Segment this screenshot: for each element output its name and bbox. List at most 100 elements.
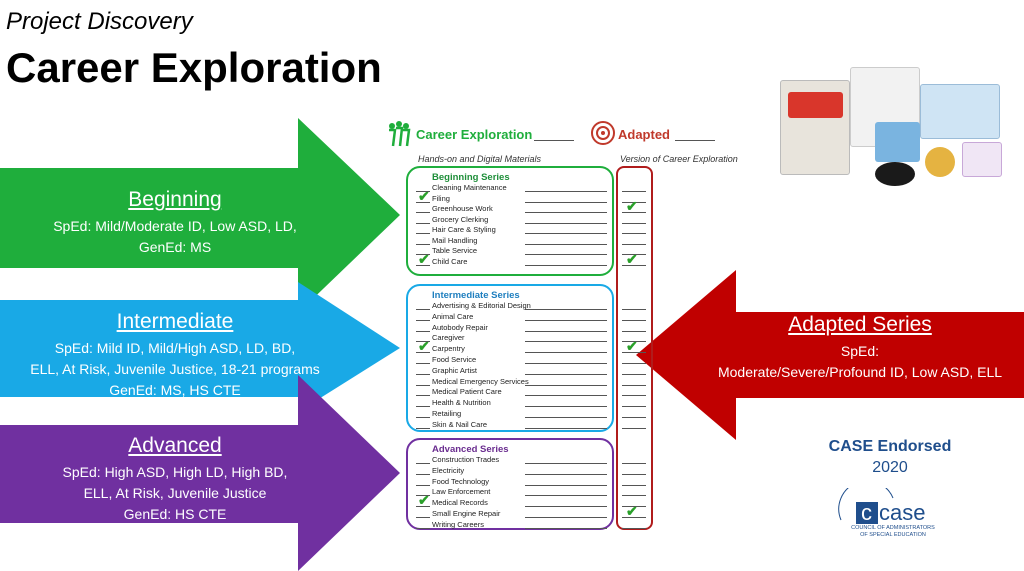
item-fill-line (525, 222, 607, 224)
career-item: Cleaning Maintenance (432, 183, 507, 192)
worksheet-right-sub: Version of Career Exploration (620, 154, 738, 164)
adapted-line-1: SpEd: (840, 343, 880, 359)
adapted-blank-line (622, 212, 646, 213)
item-fill-line (525, 243, 607, 245)
item-blank-line (416, 473, 430, 475)
item-fill-line (525, 191, 607, 192)
adapted-blank-line (622, 254, 646, 255)
adapted-blank-line (622, 363, 646, 364)
item-blank-line (416, 201, 430, 203)
adapted-blank-line (622, 373, 646, 375)
adapted-blank-line (622, 233, 646, 234)
item-fill-line (525, 373, 607, 375)
adapted-blank-line (622, 473, 646, 475)
product-kit-photo (780, 62, 1010, 192)
adapted-text: Adapted Series SpEd: Moderate/Severe/Pro… (700, 313, 1020, 383)
case-logo-word: case (879, 500, 925, 525)
item-blank-line (416, 341, 430, 343)
intermediate-series-box (406, 284, 614, 432)
item-blank-line (416, 517, 430, 518)
item-fill-line (525, 330, 607, 332)
item-blank-line (416, 330, 430, 332)
item-fill-line (525, 384, 607, 386)
item-fill-line (525, 473, 607, 475)
adapted-blank-line (622, 191, 646, 192)
adapted-check-icon: ✔ (626, 338, 638, 355)
career-item: Law Enforcement (432, 487, 491, 497)
item-blank-line (416, 352, 430, 354)
item-fill-line (525, 264, 607, 266)
beginning-line-2: GenEd: MS (138, 239, 212, 255)
career-item: Table Service (432, 246, 478, 255)
item-fill-line (525, 417, 607, 418)
advanced-line-1: SpEd: High ASD, High LD, High BD, (62, 464, 288, 480)
adapted-blank-line (622, 341, 646, 343)
adapted-check-icon: ✔ (626, 250, 638, 267)
career-item: Advertising & Editorial Design (432, 301, 531, 310)
check-icon: ✔ (418, 187, 430, 204)
adapted-blank-line (622, 352, 646, 354)
item-blank-line (416, 222, 430, 224)
adapted-blank-line (622, 495, 646, 497)
item-blank-line (416, 212, 430, 213)
career-item: Construction Trades (432, 455, 500, 464)
item-blank-line (416, 319, 430, 321)
item-blank-line (416, 427, 430, 429)
advanced-line-2: ELL, At Risk, Juvenile Justice (83, 485, 267, 501)
item-fill-line (525, 319, 607, 321)
career-item: Filing (432, 193, 450, 203)
item-blank-line (416, 264, 430, 266)
adapted-blank-line (622, 319, 646, 321)
item-fill-line (525, 506, 607, 508)
adapted-blank-line (622, 395, 646, 397)
item-fill-line (525, 233, 607, 234)
adapted-column (616, 166, 653, 530)
career-item: Medical Patient Care (432, 387, 502, 397)
item-fill-line (525, 363, 607, 364)
career-item: Caregiver (432, 333, 465, 343)
item-blank-line (416, 417, 430, 418)
case-logo: c case (838, 488, 925, 525)
adapted-blank-line (622, 384, 646, 386)
beginning-heading: Beginning (128, 188, 222, 211)
item-blank-line (416, 373, 430, 375)
adapted-check-icon: ✔ (626, 198, 638, 214)
item-blank-line (416, 233, 430, 234)
item-blank-line (416, 243, 430, 245)
item-fill-line (525, 484, 607, 486)
item-blank-line (416, 254, 430, 255)
adapted-blank-line (622, 427, 646, 429)
subtitle: Project Discovery (6, 8, 193, 35)
adapted-blank-line (622, 201, 646, 203)
item-fill-line (525, 395, 607, 397)
intermediate-series-title: Intermediate Series (432, 290, 520, 301)
adapted-check-icon: ✔ (626, 503, 638, 519)
career-item: Graphic Artist (432, 365, 478, 375)
case-logo-sub-1: COUNCIL OF ADMINISTRATORS (851, 525, 935, 531)
adapted-heading: Adapted Series (788, 313, 932, 336)
career-item: Food Technology (432, 476, 489, 486)
adapted-blank-line (622, 484, 646, 486)
career-item: Hair Care & Styling (432, 225, 496, 234)
item-fill-line (525, 527, 607, 529)
career-item: Writing Careers (432, 519, 484, 529)
case-logo-sub-2: OF SPECIAL EDUCATION (860, 532, 926, 538)
item-blank-line (416, 363, 430, 364)
check-icon: ✔ (418, 250, 430, 267)
page-title: Career Exploration (6, 44, 382, 91)
advanced-text: Advanced SpEd: High ASD, High LD, High B… (20, 434, 330, 525)
check-icon: ✔ (418, 338, 430, 355)
beginning-series-title: Beginning Series (432, 172, 510, 183)
svg-text:c: c (861, 500, 872, 525)
item-fill-line (525, 495, 607, 497)
worksheet-left-heading: Career Exploration (416, 127, 533, 142)
career-item: Greenhouse Work (432, 204, 493, 213)
career-item: Food Service (432, 355, 477, 364)
career-item: Retailing (432, 409, 462, 418)
beginning-arrow (0, 118, 400, 313)
adapted-blank-line (622, 463, 646, 464)
item-fill-line (525, 352, 607, 354)
advanced-series-box (406, 438, 614, 530)
item-fill-line (525, 309, 607, 310)
career-item: Mail Handling (432, 235, 478, 245)
